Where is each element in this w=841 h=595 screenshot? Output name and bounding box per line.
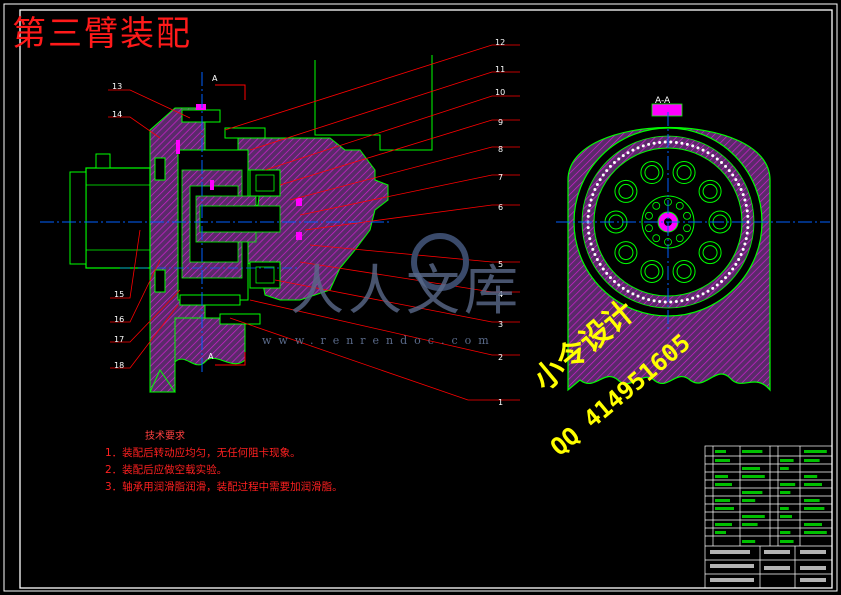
part-label-18: 18 <box>114 361 125 370</box>
part-label-16: 16 <box>114 315 125 324</box>
technical-requirements: 技术要求 1．装配后转动应均匀，无任何阻卡现象。 2．装配后应做空载实验。 3．… <box>105 428 343 496</box>
tech-req-item-1: 1．装配后转动应均匀，无任何阻卡现象。 <box>105 447 301 459</box>
part-label-11: 11 <box>495 65 506 74</box>
part-label-12: 12 <box>495 38 506 47</box>
watermark-site: www.renrendoc.com <box>262 334 496 347</box>
part-label-15: 15 <box>114 290 125 299</box>
section-mark-top: A <box>212 74 218 83</box>
tech-req-item-3: 3．轴承用润滑脂润滑，装配过程中需要加润滑脂。 <box>105 481 343 493</box>
part-label-9: 9 <box>498 118 504 127</box>
part-label-13: 13 <box>112 82 123 91</box>
part-label-10: 10 <box>495 88 506 97</box>
part-label-7: 7 <box>498 173 504 182</box>
section-a-a-view <box>556 103 830 392</box>
part-label-6: 6 <box>498 203 504 212</box>
part-label-2: 2 <box>498 353 504 362</box>
part-label-8: 8 <box>498 145 504 154</box>
tech-req-item-2: 2．装配后应做空载实验。 <box>105 464 228 476</box>
part-label-5: 5 <box>498 260 504 269</box>
part-label-17: 17 <box>114 335 125 344</box>
part-label-1: 1 <box>498 398 504 407</box>
outer-frame <box>3 3 838 592</box>
watermark-logo: 人人文库 <box>290 259 522 322</box>
tech-req-heading: 技术要求 <box>145 431 185 442</box>
section-label: A-A <box>655 96 671 106</box>
inner-frame <box>19 9 833 589</box>
section-mark-bottom: A <box>208 352 214 361</box>
part-label-14: 14 <box>112 110 123 119</box>
part-label-3: 3 <box>498 320 504 329</box>
servo-motor <box>85 167 151 269</box>
title-block <box>704 445 833 589</box>
drawing-title: 第三臂装配 <box>12 14 192 54</box>
part-label-4: 4 <box>498 290 504 299</box>
assembly-section-view <box>40 44 520 401</box>
